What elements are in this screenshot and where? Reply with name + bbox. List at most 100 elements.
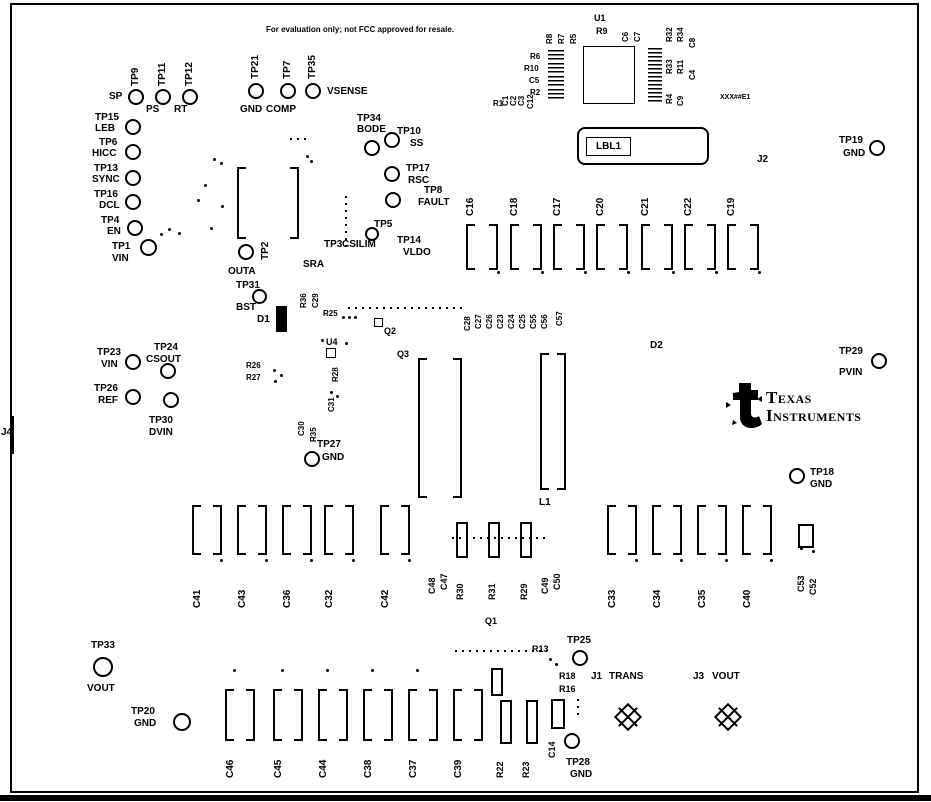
silk-label-c35: C35	[697, 589, 708, 608]
testpoint-tp6-pad	[125, 144, 141, 160]
silk-label-r32: R32	[665, 27, 674, 42]
u1-outline	[583, 46, 635, 104]
silk-label-q2: Q2	[384, 326, 397, 336]
silk-label-r11: R11	[676, 59, 685, 74]
silk-label-ref: REF	[98, 395, 118, 406]
silk-label-tp27: TP27	[317, 439, 341, 450]
silk-label-r1: R1	[493, 99, 504, 108]
silk-dot	[555, 663, 558, 666]
silk-label-sp: SP	[109, 91, 123, 102]
silk-label-r34: R34	[676, 27, 685, 42]
silk-dot	[715, 271, 718, 274]
silk-label-dvin: DVIN	[149, 427, 173, 438]
silk-dotted-line	[455, 650, 547, 652]
silk-label-r13: R13	[532, 644, 549, 654]
silk-dot	[371, 669, 374, 672]
silk-label-r25: R25	[323, 309, 338, 318]
silk-label-r6: R6	[530, 52, 541, 61]
silk-label-d1: D1	[257, 314, 270, 325]
testpoint-tp28-pad	[564, 733, 580, 749]
silk-label-comp: COMP	[266, 104, 296, 115]
silk-label-tp4: TP4	[101, 215, 120, 226]
component-outline	[510, 224, 542, 270]
silk-label-c33: C33	[607, 589, 618, 608]
testpoint-tp8-pad	[385, 192, 401, 208]
silk-label-r22: R22	[495, 761, 505, 778]
silk-label-j1: J1	[591, 671, 603, 682]
silk-label-r4: R4	[665, 93, 674, 104]
silk-label-tp17: TP17	[406, 163, 430, 174]
silk-label-gnd: GND	[570, 769, 593, 780]
silk-label-tp33: TP33	[91, 640, 115, 651]
silk-label-trans: TRANS	[609, 671, 644, 682]
q2-outline	[374, 318, 383, 327]
silk-label-tp10: TP10	[397, 126, 421, 137]
silk-label-r23: R23	[521, 761, 531, 778]
component-outline	[684, 224, 716, 270]
component-outline	[607, 505, 637, 555]
component-outline	[488, 522, 500, 558]
label-box: LBL1	[577, 127, 709, 165]
testpoint-tp35-pad	[305, 83, 321, 99]
silk-label-tp35: TP35	[307, 55, 318, 79]
silk-dot	[274, 380, 277, 383]
component-outline	[237, 505, 267, 555]
component-outline	[553, 224, 585, 270]
testpoint-tp27-pad	[304, 451, 320, 467]
resistor-hatch	[548, 50, 564, 61]
silk-dot	[354, 316, 357, 319]
silk-dot	[265, 559, 268, 562]
silk-label-c12: C12	[526, 94, 535, 109]
component-outline	[453, 689, 483, 741]
silk-label-c30: C30	[297, 421, 306, 436]
silk-dotted-line	[348, 307, 462, 309]
testpoint-tp20-pad	[173, 713, 191, 731]
silk-label-tp30: TP30	[149, 415, 173, 426]
connector-j4-label: J4	[1, 427, 13, 438]
silk-dot	[549, 658, 552, 661]
silk-dot	[197, 199, 200, 202]
silk-label-c28: C28	[463, 316, 472, 331]
silk-dotted-line	[577, 699, 579, 717]
component-outline	[727, 224, 759, 270]
testpoint-tp24-pad	[160, 363, 176, 379]
silk-label-ps: PS	[146, 104, 160, 115]
silk-label-gnd: GND	[810, 479, 833, 490]
testpoint-tp25-pad	[572, 650, 588, 666]
testpoint-tp21-pad	[248, 83, 264, 99]
component-outline	[798, 524, 814, 548]
silk-label-bst: BST	[236, 302, 256, 313]
silk-label-c47: C47	[439, 573, 449, 590]
silk-label-bode: BODE	[357, 124, 386, 135]
silk-dot	[348, 316, 351, 319]
component-outline	[318, 689, 348, 741]
testpoint-tp7-pad	[280, 83, 296, 99]
silk-label-c18: C18	[509, 197, 520, 216]
testpoint-tp30-pad	[163, 392, 179, 408]
silk-label-tp14: TP14	[397, 235, 421, 246]
silk-label-tp13: TP13	[94, 163, 118, 174]
silk-label-c24: C24	[507, 314, 516, 329]
component-outline	[652, 505, 682, 555]
silk-label-tp9: TP9	[130, 67, 141, 86]
silk-label-sync: SYNC	[92, 174, 120, 185]
silk-label-gnd: GND	[843, 148, 866, 159]
testpoint-tp13-pad	[125, 170, 141, 186]
silk-label-c42: C42	[380, 589, 391, 608]
silk-dot	[280, 374, 283, 377]
silk-label-vin: VIN	[112, 253, 129, 264]
testpoint-tp16-pad	[125, 194, 141, 210]
silk-label-vin: VIN	[101, 359, 118, 370]
silk-label-tp11: TP11	[157, 62, 168, 86]
silk-dot	[800, 547, 803, 550]
silk-label-q1: Q1	[485, 616, 498, 626]
resistor-hatch	[548, 63, 564, 74]
component-outline	[363, 689, 393, 741]
testpoint-tp17-pad	[384, 166, 400, 182]
silk-label-tp2: TP2	[260, 241, 271, 260]
evaluation-note: For evaluation only; not FCC approved fo…	[265, 25, 455, 34]
silk-label-vout: VOUT	[712, 671, 740, 682]
j4-edge-mark	[10, 416, 14, 454]
silk-label-gnd: GND	[134, 718, 157, 729]
